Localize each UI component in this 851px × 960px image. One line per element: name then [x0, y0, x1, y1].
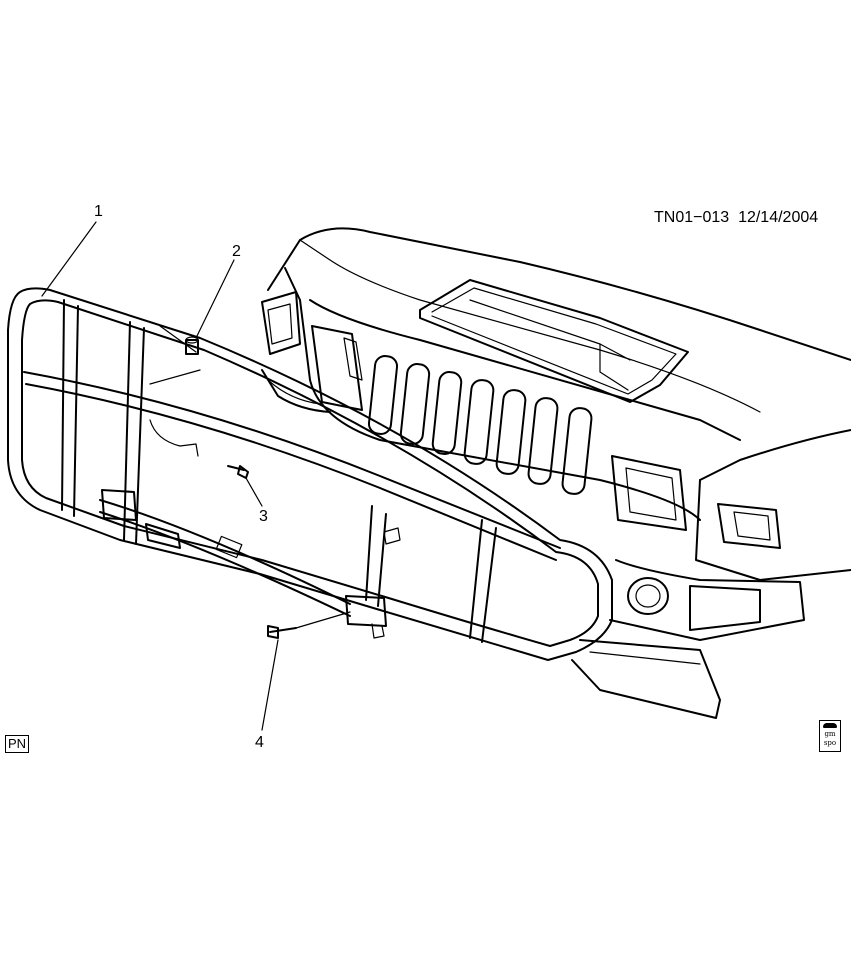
hood-scoop — [419, 279, 689, 403]
grille-slots — [367, 355, 593, 495]
callout-2: 2 — [232, 243, 241, 260]
brush-guard — [7, 287, 613, 661]
gm-spo-logo: gm spo — [819, 720, 841, 752]
pn-label: PN — [5, 735, 30, 753]
logo-text-top: gm — [824, 730, 836, 738]
logo-text-bottom: spo — [823, 739, 837, 747]
callout-4: 4 — [255, 734, 264, 751]
ref-date-text: 12/14/2004 — [738, 209, 819, 226]
callout-1: 1 — [94, 203, 103, 220]
bolt-part-3 — [227, 465, 249, 479]
callout-3: 3 — [259, 508, 268, 525]
vehicle-front — [261, 227, 851, 719]
bolt-part-4 — [267, 625, 297, 639]
logo-cap-icon — [823, 723, 837, 728]
ref-code-text: TN01−013 — [654, 209, 730, 226]
grommet-part-2 — [185, 336, 199, 355]
reference-code: TN01−013 12/14/2004 — [654, 210, 818, 226]
leader-lines — [41, 221, 351, 731]
